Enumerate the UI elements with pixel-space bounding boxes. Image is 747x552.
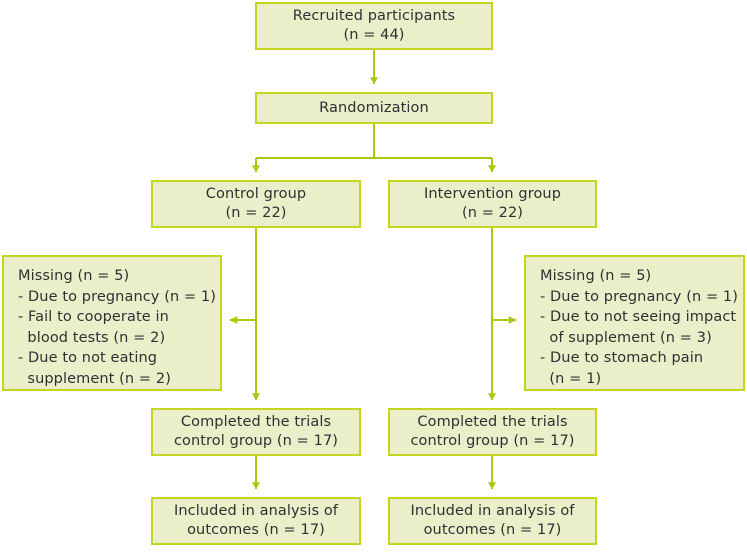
node-recruited-participants: Recruited participants (n = 44): [255, 2, 493, 50]
node-control-group: Control group (n = 22): [151, 180, 361, 228]
node-line: - Due to not seeing impact: [540, 309, 737, 326]
node-line: Included in analysis of: [410, 503, 575, 520]
node-line: Missing (n = 5): [540, 268, 652, 284]
node-line: Completed the trials: [417, 414, 568, 431]
node-completed-intervention: Completed the trials control group (n = …: [388, 408, 597, 456]
node-line: outcomes (n = 17): [187, 522, 325, 538]
node-line: - Due to pregnancy (n = 1): [540, 288, 738, 305]
node-intervention-group: Intervention group (n = 22): [388, 180, 597, 228]
node-line: blood tests (n = 2): [18, 329, 166, 346]
node-line: Randomization: [319, 99, 429, 116]
node-included-intervention: Included in analysis of outcomes (n = 17…: [388, 497, 597, 545]
node-line: Control group: [205, 186, 307, 203]
node-line: Recruited participants: [292, 8, 456, 25]
node-line: (n = 1): [540, 370, 602, 387]
node-line: (n = 44): [343, 27, 405, 43]
node-line: of supplement (n = 3): [540, 329, 712, 346]
node-line: - Due to not eating: [18, 350, 158, 367]
node-line: - Due to stomach pain: [540, 350, 704, 367]
node-line: control group (n = 17): [410, 433, 575, 449]
node-completed-control: Completed the trials control group (n = …: [151, 408, 361, 456]
node-missing-control: Missing (n = 5) - Due to pregnancy (n = …: [2, 255, 222, 391]
node-included-control: Included in analysis of outcomes (n = 17…: [151, 497, 361, 545]
node-line: Intervention group: [423, 186, 562, 203]
node-line: supplement (n = 2): [18, 370, 171, 387]
node-line: - Due to pregnancy (n = 1): [18, 288, 216, 305]
node-line: Missing (n = 5): [18, 268, 130, 284]
node-line: (n = 22): [225, 205, 287, 221]
node-line: outcomes (n = 17): [423, 522, 562, 538]
node-line: Included in analysis of: [173, 503, 339, 520]
node-line: (n = 22): [461, 205, 524, 221]
node-missing-intervention: Missing (n = 5) - Due to pregnancy (n = …: [524, 255, 745, 391]
node-line: Completed the trials: [180, 414, 332, 431]
node-randomization: Randomization: [255, 92, 493, 124]
node-line: control group (n = 17): [173, 433, 339, 449]
node-line: - Fail to cooperate in: [18, 309, 169, 326]
